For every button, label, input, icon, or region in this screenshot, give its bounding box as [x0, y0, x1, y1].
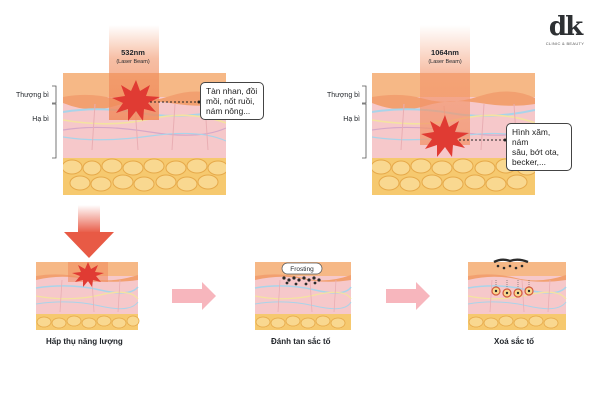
beam-note-1064: (Laser Beam) [428, 59, 461, 65]
macrophage-cells [491, 280, 534, 298]
pigment-particles [282, 276, 321, 286]
skin-block-break: Frosting [254, 262, 352, 330]
callout-1064: Hình xăm, nám sâu, bớt ota, becker,... [506, 123, 572, 171]
bracket-bottom-1064 [362, 103, 367, 159]
callout-532: Tàn nhan, đồi mồi, nốt ruồi, nám nông... [200, 82, 264, 120]
pointer-dot-1064 [503, 138, 507, 142]
caption-clear: Xoá sắc tố [494, 337, 535, 346]
callout-line: mồi, nốt ruồi, [206, 96, 255, 106]
layer-top-label-1064: Thượng bì [327, 92, 360, 99]
bracket-bottom-532 [52, 103, 57, 159]
bracket-top-532 [52, 85, 57, 104]
layer-bottom-label-532: Hạ bì [32, 116, 49, 123]
callout-line: Hình xăm, nám [512, 127, 551, 147]
callout-line: nám nông... [206, 106, 251, 116]
layer-top-label-532: Thượng bì [16, 92, 49, 99]
skin-block-absorb [35, 262, 140, 330]
wavelength-1064: 1064nm [431, 48, 459, 57]
callout-line: Tàn nhan, đồi [206, 86, 258, 96]
down-arrow-icon [64, 205, 114, 258]
brand-mark: dk [548, 12, 583, 42]
surface-crust [493, 258, 529, 264]
wavelength-532: 532nm [121, 48, 145, 57]
callout-line: sâu, bớt ota, [512, 147, 559, 157]
callout-line: becker,... [512, 157, 546, 167]
burst-532 [112, 80, 160, 121]
frosting-tag [281, 262, 323, 275]
burst-1064 [421, 115, 469, 157]
brand-subtitle: CLINIC & BEAUTY [545, 41, 585, 46]
step-arrow-icon-1 [172, 282, 216, 310]
caption-break: Đánh tan sắc tố [271, 337, 331, 346]
beam-note-532: (Laser Beam) [116, 59, 149, 65]
brand-logo: dk CLINIC & BEAUTY [540, 14, 590, 46]
pointer-dot-532 [197, 100, 201, 104]
skin-block-clear [467, 258, 567, 330]
step-arrow-icon-2 [386, 282, 430, 310]
bracket-top-1064 [362, 85, 367, 104]
frosting-label: Frosting [290, 266, 314, 273]
caption-absorb: Hấp thụ năng lượng [46, 337, 123, 346]
layer-bottom-label-1064: Hạ bì [343, 116, 360, 123]
